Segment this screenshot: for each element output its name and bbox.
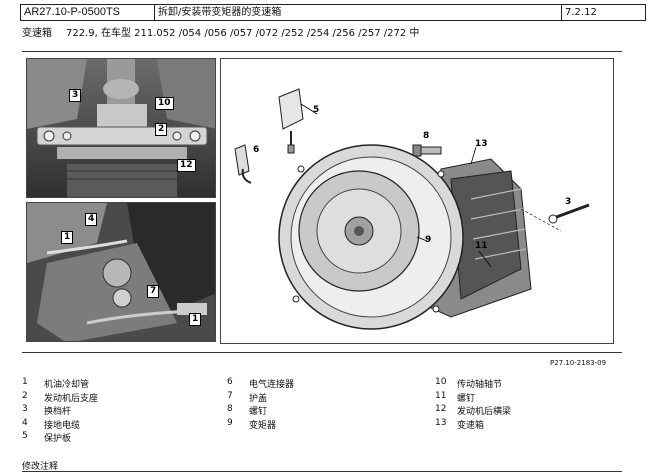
photo-transmission-side: 4 1 7 1 [26,202,216,342]
callout-12: 12 [177,159,196,172]
callout-10: 10 [155,97,174,110]
callout-7: 7 [147,285,160,298]
callout-1-bottom: 1 [189,313,202,326]
callout-9: 9 [425,235,432,245]
document-version: 7.2.12 [565,7,597,18]
callout-6: 6 [253,145,260,155]
callout-13: 13 [475,139,488,149]
photo-underbody-crossmember: 3 10 2 12 [26,58,216,198]
callout-4: 4 [85,213,98,226]
applicability-models: 722.9, 在车型 211.052 /054 /056 /057 /072 /… [66,28,420,39]
callout-3: 3 [69,89,82,102]
applicability-label: 变速箱 [22,28,52,39]
callout-2: 2 [155,123,168,136]
document-code: AR27.10-P-0500TS [21,5,155,20]
figure-code: P27.10-2183-09 [550,359,607,367]
illustration: 3 10 2 12 4 1 7 1 [22,51,622,353]
callout-5: 5 [313,105,320,115]
callout-11: 11 [475,241,488,251]
exploded-view-transmission: 5 6 8 13 3 9 11 [220,58,614,344]
applicability-line: 变速箱 722.9, 在车型 211.052 /054 /056 /057 /07… [22,24,419,39]
revision-notes-label: 修改注释 [22,462,59,472]
document-header: AR27.10-P-0500TS 拆卸/安装带变矩器的变速箱 7.2.12 [20,4,646,21]
divider [22,471,622,472]
crossmember-drawing [27,59,215,197]
callout-8: 8 [423,131,430,141]
callout-3-lever: 3 [565,197,572,207]
document-title: 拆卸/安装带变矩器的变速箱 [155,5,562,20]
transmission-exploded-drawing [234,88,590,330]
callout-1-top: 1 [61,231,74,244]
transmission-side-drawing [27,203,215,341]
